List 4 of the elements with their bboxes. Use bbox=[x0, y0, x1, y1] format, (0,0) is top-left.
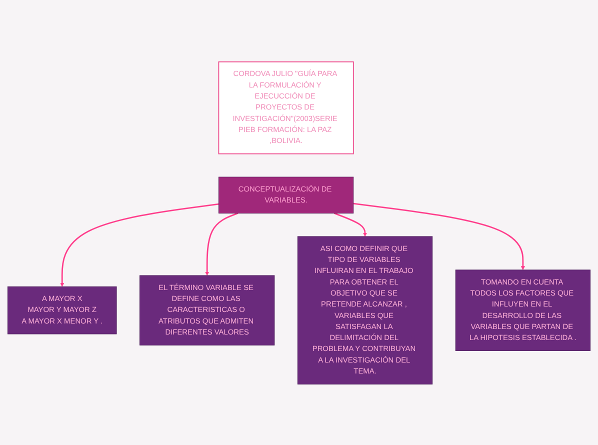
arrow bbox=[60, 202, 219, 286]
arrow bbox=[205, 212, 238, 276]
arrow bbox=[353, 202, 525, 270]
arrow bbox=[334, 212, 368, 236]
